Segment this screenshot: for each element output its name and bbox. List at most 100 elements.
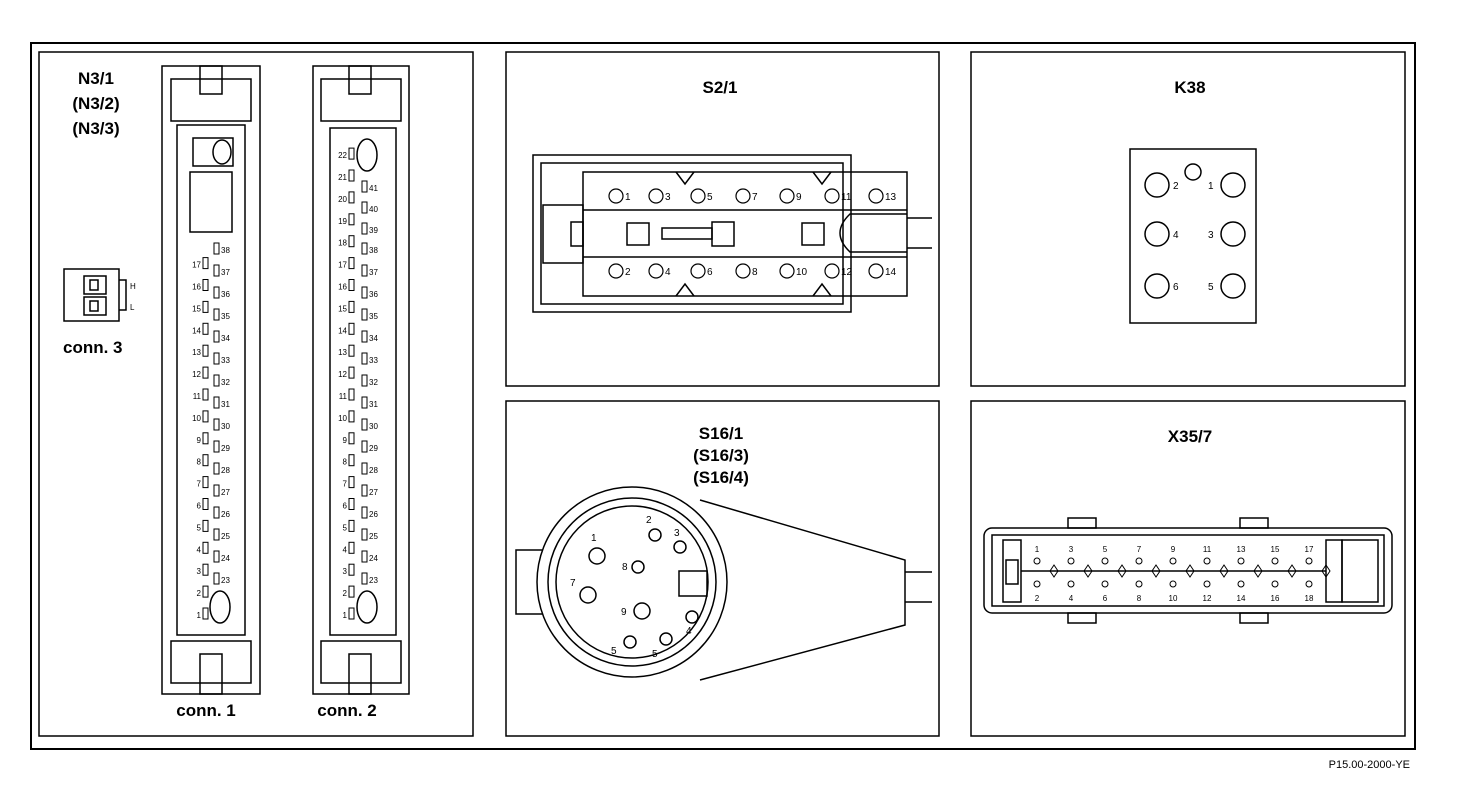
conn1-pin-6	[202, 498, 209, 510]
conn1-bottom-latch	[170, 640, 252, 684]
conn2-pin-16	[348, 279, 355, 291]
x357-pin-14	[1237, 580, 1245, 588]
conn1-pin-label-1: 1	[197, 611, 202, 620]
conn1-pin-label-11: 11	[193, 392, 202, 401]
conn2-pin-label-37: 37	[369, 268, 378, 277]
panel-n3	[38, 51, 474, 737]
x357-pin-label-2: 2	[1035, 594, 1040, 603]
x357-key	[1253, 564, 1263, 578]
x357-pin-12	[1203, 580, 1211, 588]
conn1-pin-30	[213, 418, 220, 431]
conn1-pin-28	[213, 462, 220, 475]
conn2-pin-21	[348, 169, 355, 182]
conn1-pin-35	[213, 308, 220, 321]
s16-pin-5a: 5	[652, 649, 658, 660]
s21-pin-5	[690, 188, 706, 204]
x357-pin-17	[1305, 557, 1313, 565]
conn1-pin-17	[202, 257, 209, 270]
s21-pin-14	[868, 263, 884, 279]
conn2-pin-31	[361, 396, 368, 409]
conn1-pin-label-29: 29	[221, 444, 230, 453]
conn3-connector	[63, 268, 127, 322]
conn2-pin-15	[348, 300, 355, 313]
conn1-pin-label-35: 35	[221, 312, 230, 321]
s16-pin-4: 4	[686, 626, 692, 637]
conn1-pin-36	[213, 286, 220, 299]
panel-x357	[970, 400, 1406, 737]
conn2-pin-label-11: 11	[339, 392, 348, 401]
x357-key	[1287, 564, 1297, 578]
x357-pin-16	[1271, 580, 1279, 588]
conn1-pin-label-10: 10	[192, 414, 201, 423]
x357-key	[1049, 564, 1059, 578]
conn1-pin-label-25: 25	[221, 532, 230, 541]
x357-pin-9	[1169, 557, 1177, 565]
n3-title-2: (N3/2)	[72, 94, 119, 113]
k38-pin-3: 3	[1208, 230, 1214, 241]
s21-pin-10	[779, 263, 795, 279]
n3-title-1: N3/1	[78, 69, 114, 88]
conn1-pin-3	[202, 563, 209, 576]
x357-pin-label-16: 16	[1271, 594, 1280, 603]
conn2-pin-39	[361, 222, 368, 235]
conn1-pin-label-12: 12	[192, 370, 201, 379]
conn1-pin-label-26: 26	[221, 510, 230, 519]
x357-pin-label-11: 11	[1203, 545, 1212, 554]
conn1-pin-15	[202, 300, 209, 313]
conn2-pin-6	[348, 498, 355, 510]
conn1-pin-label-36: 36	[221, 290, 230, 299]
conn2-pin-label-7: 7	[343, 480, 348, 489]
x357-pin-label-15: 15	[1271, 545, 1280, 554]
conn1-pin-5	[202, 519, 209, 532]
s21-pin-label-12: 12	[841, 267, 853, 278]
x357-pin-11	[1203, 557, 1211, 565]
conn2-pin-label-40: 40	[369, 205, 378, 214]
conn1-pin-label-15: 15	[192, 304, 201, 313]
conn2-pin-label-10: 10	[338, 414, 347, 423]
conn1-pin-label-33: 33	[221, 356, 230, 365]
x357-key	[1117, 564, 1127, 578]
conn1-pin-label-32: 32	[221, 378, 230, 387]
conn1-pin-38	[213, 242, 220, 255]
x357-key	[1321, 564, 1331, 578]
conn2-pin-label-23: 23	[369, 576, 378, 585]
conn1-pin-34	[213, 330, 220, 343]
conn2-pin-11	[348, 388, 355, 401]
conn2-pin-41	[361, 180, 368, 193]
conn2-pin-label-31: 31	[369, 400, 378, 409]
conn2-pin-label-24: 24	[369, 554, 378, 563]
s16-pin-2: 2	[646, 515, 652, 526]
s21-pin-label-3: 3	[665, 192, 671, 203]
x357-pin-label-5: 5	[1103, 545, 1108, 554]
s16-title-3: (S16/4)	[693, 468, 749, 487]
conn2-pin-label-28: 28	[369, 466, 378, 475]
x357-pin-label-14: 14	[1237, 594, 1246, 603]
conn1-pin-7	[202, 476, 209, 489]
s21-pin-label-1: 1	[625, 192, 631, 203]
conn1-pin-1	[202, 607, 209, 620]
x357-pin-label-17: 17	[1305, 545, 1314, 554]
conn1-pin-label-9: 9	[197, 436, 202, 445]
x357-pin-2	[1033, 580, 1041, 588]
conn2-pin-20	[348, 191, 355, 204]
x357-title: X35/7	[1168, 427, 1212, 446]
x357-pin-label-6: 6	[1103, 594, 1108, 603]
conn2-pin-label-13: 13	[338, 348, 347, 357]
s16-title-2: (S16/3)	[693, 446, 749, 465]
s21-pin-11	[824, 188, 840, 204]
conn2-pin-40	[361, 201, 368, 214]
conn3-label: conn. 3	[63, 338, 123, 357]
conn1-pin-label-3: 3	[197, 567, 202, 576]
conn1-pin-23	[213, 572, 220, 585]
k38-pin-2: 2	[1173, 181, 1179, 192]
panel-s21	[505, 51, 940, 387]
s16-connector	[515, 486, 932, 681]
n3-title-3: (N3/3)	[72, 119, 119, 138]
s21-connector	[532, 154, 932, 313]
conn2-pin-13	[348, 344, 355, 357]
conn1-pin-37	[213, 264, 220, 277]
conn2-pin-label-33: 33	[369, 356, 378, 365]
conn1-pin-label-28: 28	[221, 466, 230, 475]
